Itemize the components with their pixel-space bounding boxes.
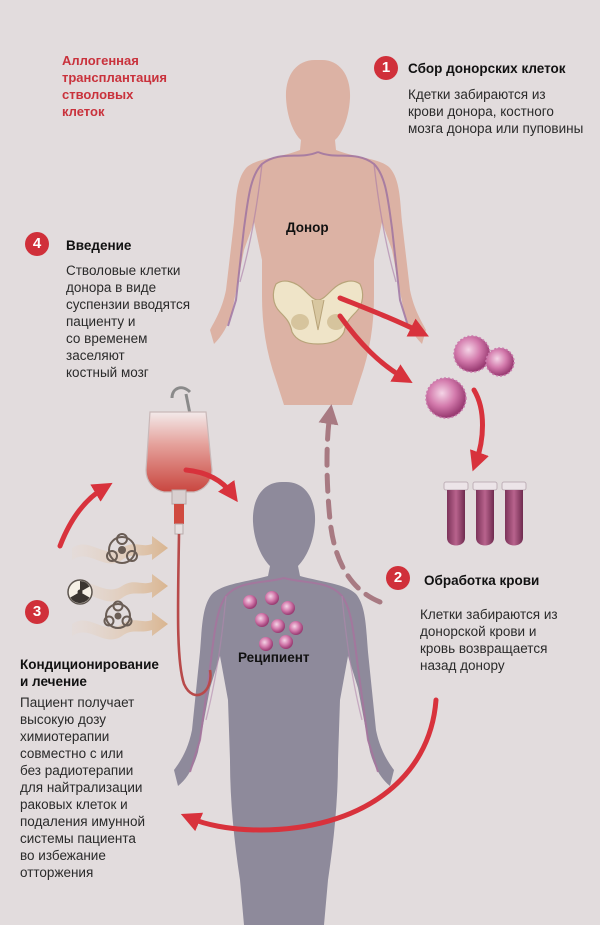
recipient-cells <box>243 591 303 651</box>
recipient-label: Реципиент <box>238 650 310 665</box>
donor-label: Донор <box>286 220 329 235</box>
diagram-title: Аллогенная трансплантация стволовых клет… <box>62 53 167 119</box>
radiation-icon <box>67 579 93 605</box>
biohazard-icon-2 <box>103 600 133 629</box>
step-4-title: Введение <box>66 238 132 253</box>
step-3-badge: 3 <box>25 600 49 624</box>
step-2-title: Обработка крови <box>424 573 540 588</box>
step-4-text: Стволовые клетки донора в виде суспензии… <box>66 263 191 380</box>
biohazard-icon <box>106 533 138 564</box>
step-1-badge: 1 <box>374 56 398 80</box>
iv-tube <box>176 533 212 697</box>
step-1-text: Кдетки забираются из крови донора, костн… <box>408 87 584 136</box>
step-4-badge: 4 <box>25 232 49 256</box>
step-2-text: Клетки забираются из донорской крови и к… <box>420 607 558 673</box>
flow-arrows <box>57 295 489 833</box>
test-tubes <box>443 481 527 546</box>
donor-cells <box>425 335 515 419</box>
step-1-title: Сбор донорских клеток <box>408 61 566 76</box>
iv-bag <box>145 386 213 535</box>
recipient-body <box>174 482 394 925</box>
step-2-badge: 2 <box>386 566 410 590</box>
step-3-text: Пациент получает высокую дозу химиотерап… <box>20 695 146 880</box>
donor-body <box>210 60 426 405</box>
step-3-title: Кондиционирование и лечение <box>20 657 159 689</box>
